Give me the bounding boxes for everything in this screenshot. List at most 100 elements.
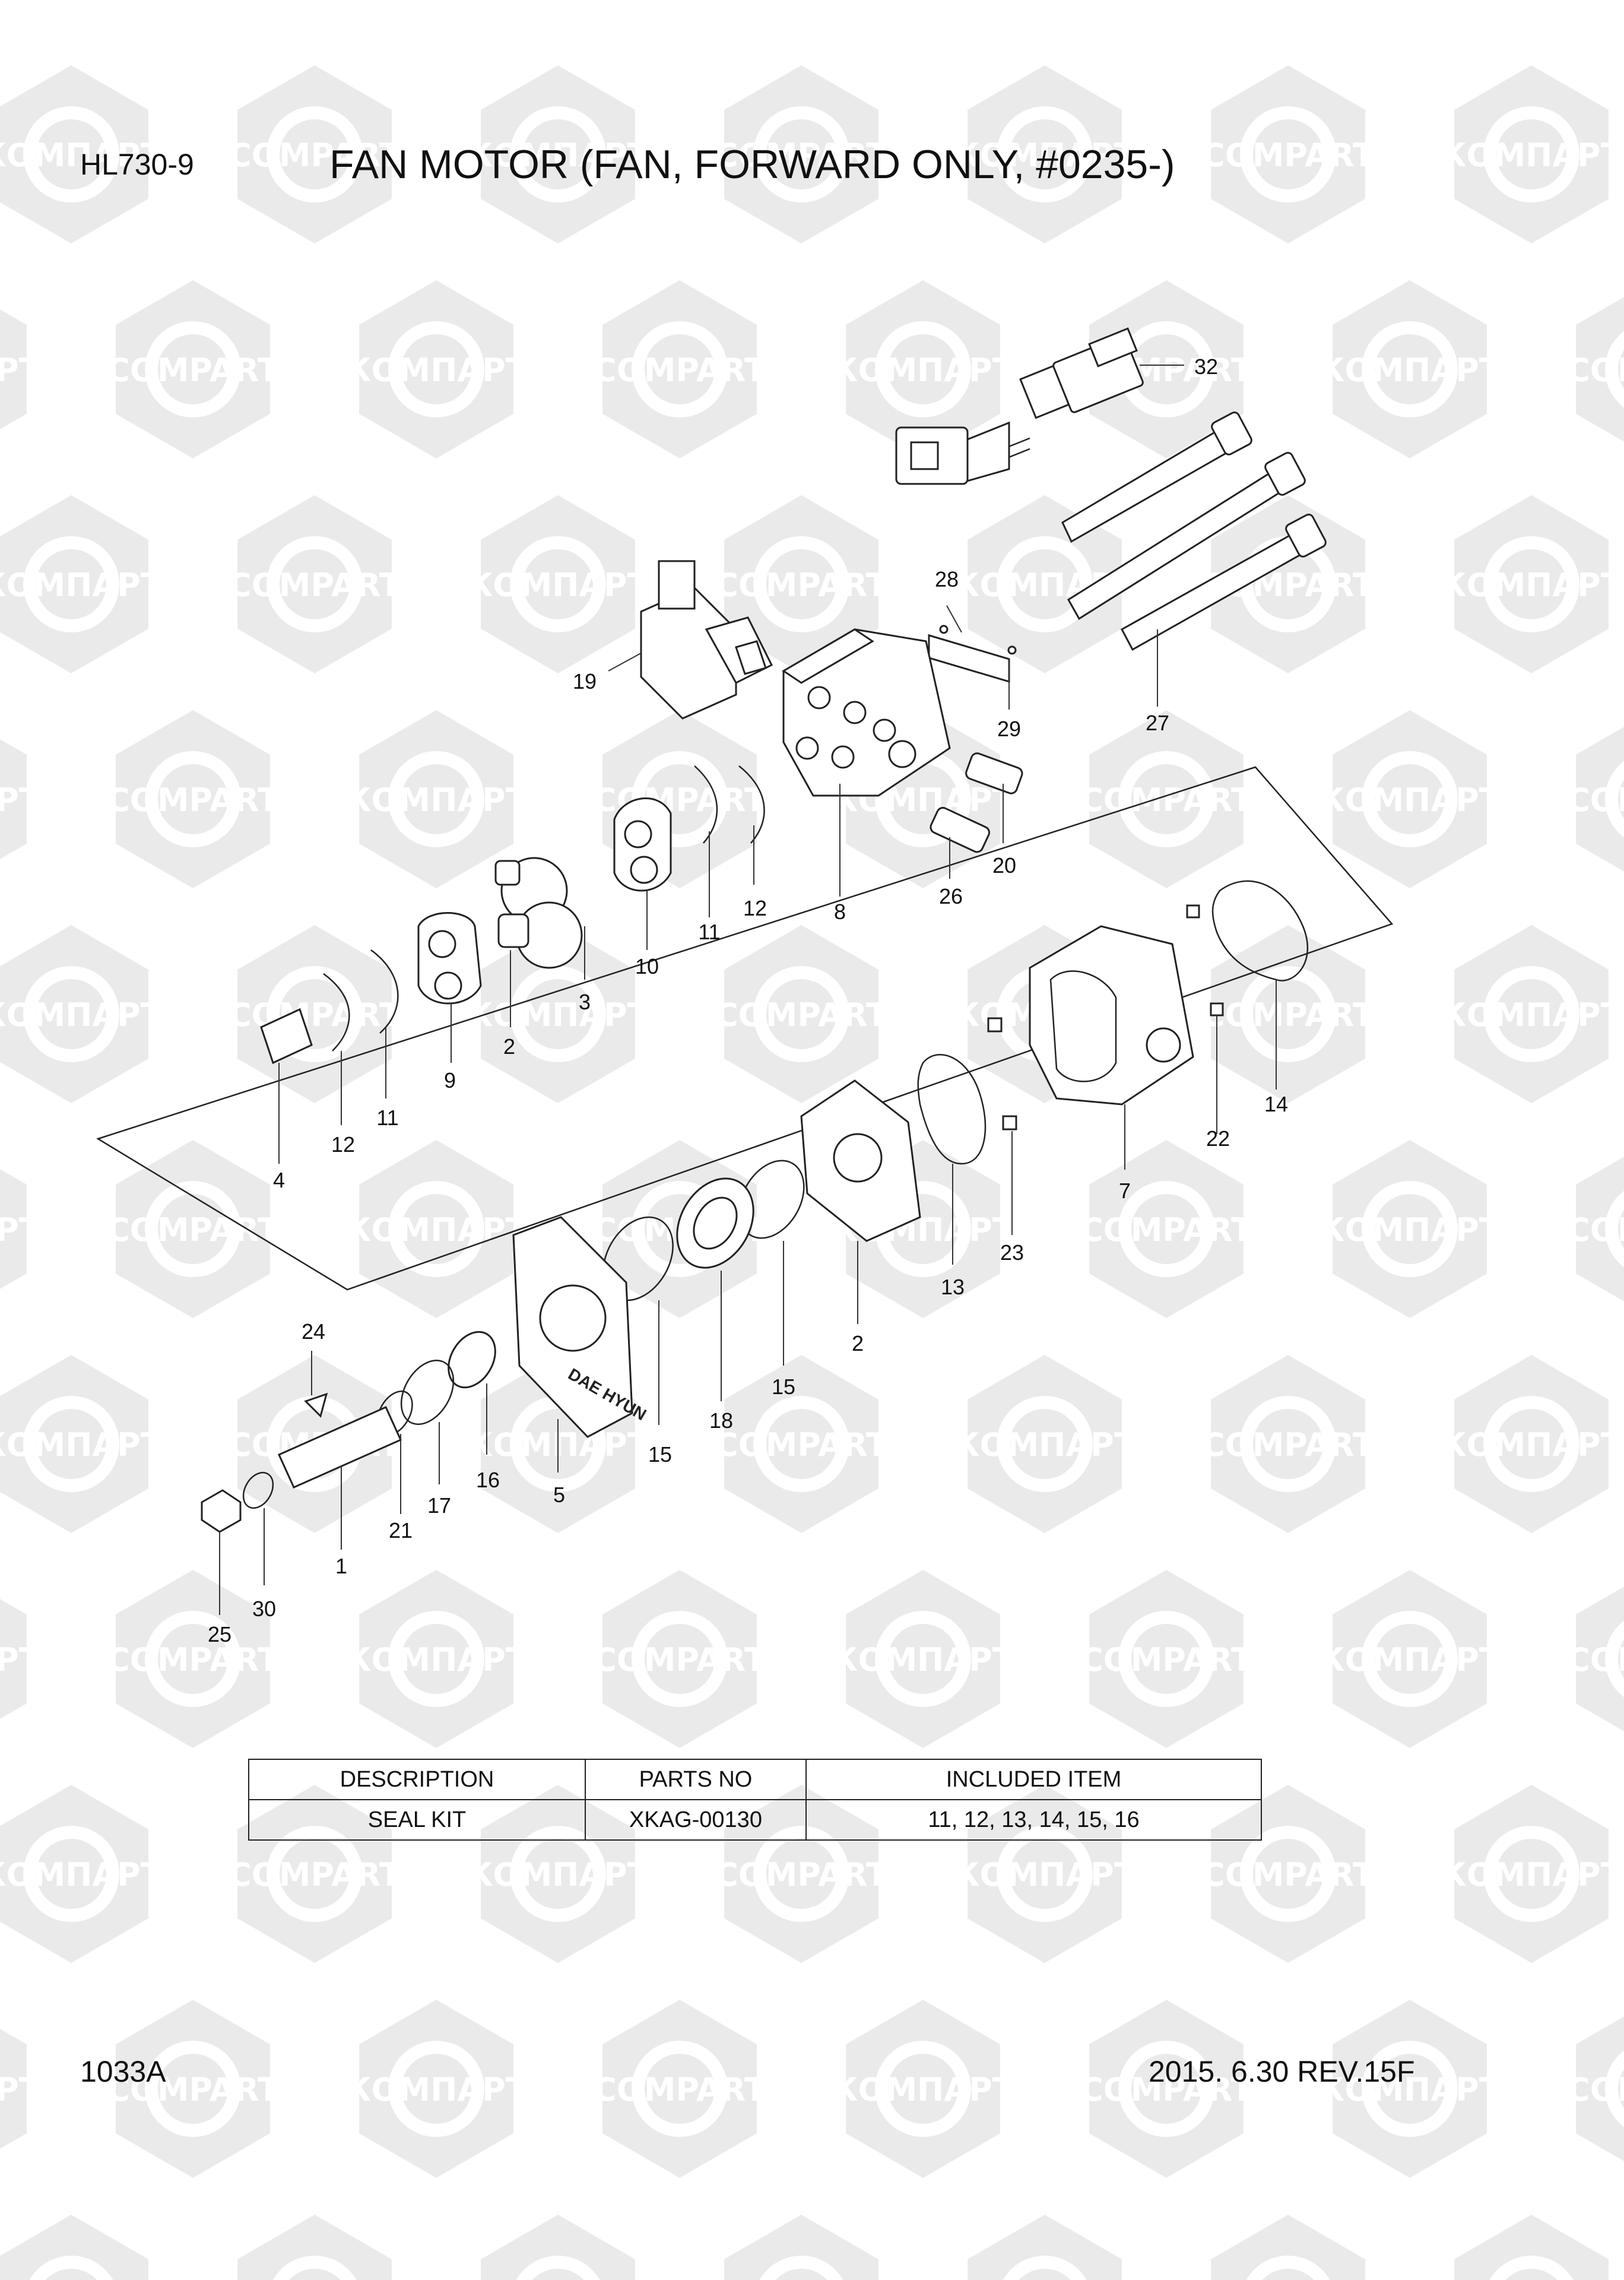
watermark-logo: КОМПАРТ [345,2000,528,2178]
callout-14: 14 [1264,1092,1288,1116]
watermark-logo: КОМПАРТ [0,1169,41,1289]
svg-text:COMPART: COMPART [1201,996,1375,1034]
watermark-logo: КОМПАРТ [1318,1140,1501,1318]
callout-32: 32 [1194,354,1218,379]
svg-text:КОМПАРТ: КОМПАРТ [832,352,1014,389]
column-header-parts-no: PARTS NO [585,1759,807,1800]
svg-text:COMPART: COMPART [1080,1641,1253,1679]
svg-text:COMPART: COMPART [1201,1856,1375,1893]
callout-1: 1 [335,1554,347,1578]
svg-text:КОМПАРТ: КОМПАРТ [953,1426,1135,1464]
svg-text:COMPART: COMPART [1080,1211,1253,1249]
callout-10: 10 [635,954,659,978]
watermark-logo: КОМПАРТ [1318,710,1501,888]
watermark-logo: COMPART [106,2000,280,2178]
watermark-logo: COMPART [1566,1586,1624,1731]
svg-text:КОМПАРТ: КОМПАРТ [0,137,163,174]
svg-text:КОМПАРТ: КОМПАРТ [467,1856,649,1893]
callout-11-lower: 11 [376,1106,398,1130]
svg-text:КОМПАРТ: КОМПАРТ [467,996,649,1034]
svg-text:COMPART: COMPART [1566,2071,1624,2108]
watermark-logo: КОМПАРТ [968,2215,1122,2280]
svg-text:КОМПАРТ: КОМПАРТ [1318,1641,1501,1679]
watermark-logo: COMPART [1201,65,1375,243]
svg-text:КОМПАРТ: КОМПАРТ [953,1856,1135,1893]
part-30-washer [242,1471,274,1509]
callout-29: 29 [997,717,1021,741]
callout-17: 17 [427,1493,451,1518]
part-2-wear-plate [800,1079,921,1242]
part-11-12-snap-rings-lower [323,949,399,1052]
svg-text:COMPART: COMPART [715,1426,888,1464]
svg-text:КОМПАРТ: КОМПАРТ [832,2071,1014,2108]
part-16-oil-seal [448,1331,496,1389]
part-24-key [304,1392,328,1418]
callout-15-upper: 15 [772,1375,795,1399]
svg-text:КОМПАРТ: КОМПАРТ [345,2071,527,2108]
watermark-logo: КОМПАРТ [345,1570,528,1748]
svg-text:КОМПАРТ: КОМПАРТ [0,1641,41,1679]
part-4-spline-shaft [260,1008,313,1065]
svg-text:COMPART: COMPART [1566,1641,1624,1679]
watermark-logo: COMPART [1566,297,1624,442]
watermark-logo: КОМПАРТ [832,2000,1014,2178]
cell-parts-no: XKAG-00130 [585,1799,807,1841]
column-header-included-item: INCLUDED ITEM [805,1759,1262,1800]
callout-26: 26 [939,884,963,908]
watermark-logo: КОМПАРТ [467,925,649,1103]
callout-24: 24 [302,1319,325,1344]
svg-text:COMPART: COMPART [1566,1211,1624,1249]
watermark-logo: КОМПАРТ [0,1355,163,1533]
watermark-logo: КОМПАРТ [1318,1570,1501,1748]
svg-text:КОМПАРТ: КОМПАРТ [1440,996,1622,1034]
leader-lines [219,365,1277,1615]
part-13-o-ring [917,1053,987,1165]
watermark-logo: COMPART [1566,1157,1624,1302]
column-header-description: DESCRIPTION [248,1759,586,1800]
callout-8: 8 [834,900,846,924]
watermark-logo: COMPART [106,1140,280,1318]
watermark-logo: COMPART [593,1570,766,1748]
svg-text:COMPART: COMPART [228,1856,401,1893]
svg-text:КОМПАРТ: КОМПАРТ [1318,781,1501,819]
watermark-logo: КОМПАРТ [345,710,528,888]
part-32-connector [895,327,1144,485]
svg-text:КОМПАРТ: КОМПАРТ [1440,1856,1622,1893]
watermark-logo: КОМПАРТ [467,65,649,243]
callout-21: 21 [389,1518,413,1543]
callout-19: 19 [573,669,597,694]
part-1-drive-shaft [278,1406,402,1489]
watermark-logo: COMPART [228,495,401,673]
svg-text:КОМПАРТ: КОМПАРТ [0,2071,41,2108]
part-26-fitting [930,806,991,853]
part-22-dowel [1186,904,1224,1016]
callout-2-plate: 2 [852,1331,864,1356]
svg-text:COMPART: COMPART [106,1641,280,1679]
callout-27: 27 [1146,711,1169,735]
svg-text:COMPART: COMPART [715,1856,888,1893]
callout-22: 22 [1206,1126,1230,1151]
model-code: HL730-9 [80,148,194,181]
svg-text:COMPART: COMPART [228,137,401,174]
callout-13: 13 [941,1275,965,1299]
watermark-logo: COMPART [228,65,401,243]
watermark-logo: КОМПАРТ [0,2029,41,2149]
watermark-logo: КОМПАРТ [0,309,41,429]
part-7-body [1029,925,1194,1106]
watermark-logo: COMPART [1211,2215,1365,2280]
svg-text:COMPART: COMPART [1201,1426,1375,1464]
watermark-logo: COMPART [1201,1355,1375,1533]
part-14-o-ring [1211,880,1309,981]
callout-7: 7 [1119,1179,1131,1203]
watermark-logo: COMPART [715,925,888,1103]
svg-text:COMPART: COMPART [715,137,888,174]
watermark-logo: COMPART [106,280,280,458]
callout-labels: 32 28 19 29 27 20 26 8 12 11 10 3 2 9 11… [208,354,1288,1646]
svg-text:КОМПАРТ: КОМПАРТ [1440,566,1622,604]
svg-text:КОМПАРТ: КОМПАРТ [0,1856,163,1893]
svg-text:COMPART: COMPART [106,781,280,819]
part-8-rear-cover [782,628,951,797]
cell-included-item: 11, 12, 13, 14, 15, 16 [805,1799,1262,1841]
watermark-logo: COMPART [106,1570,280,1748]
